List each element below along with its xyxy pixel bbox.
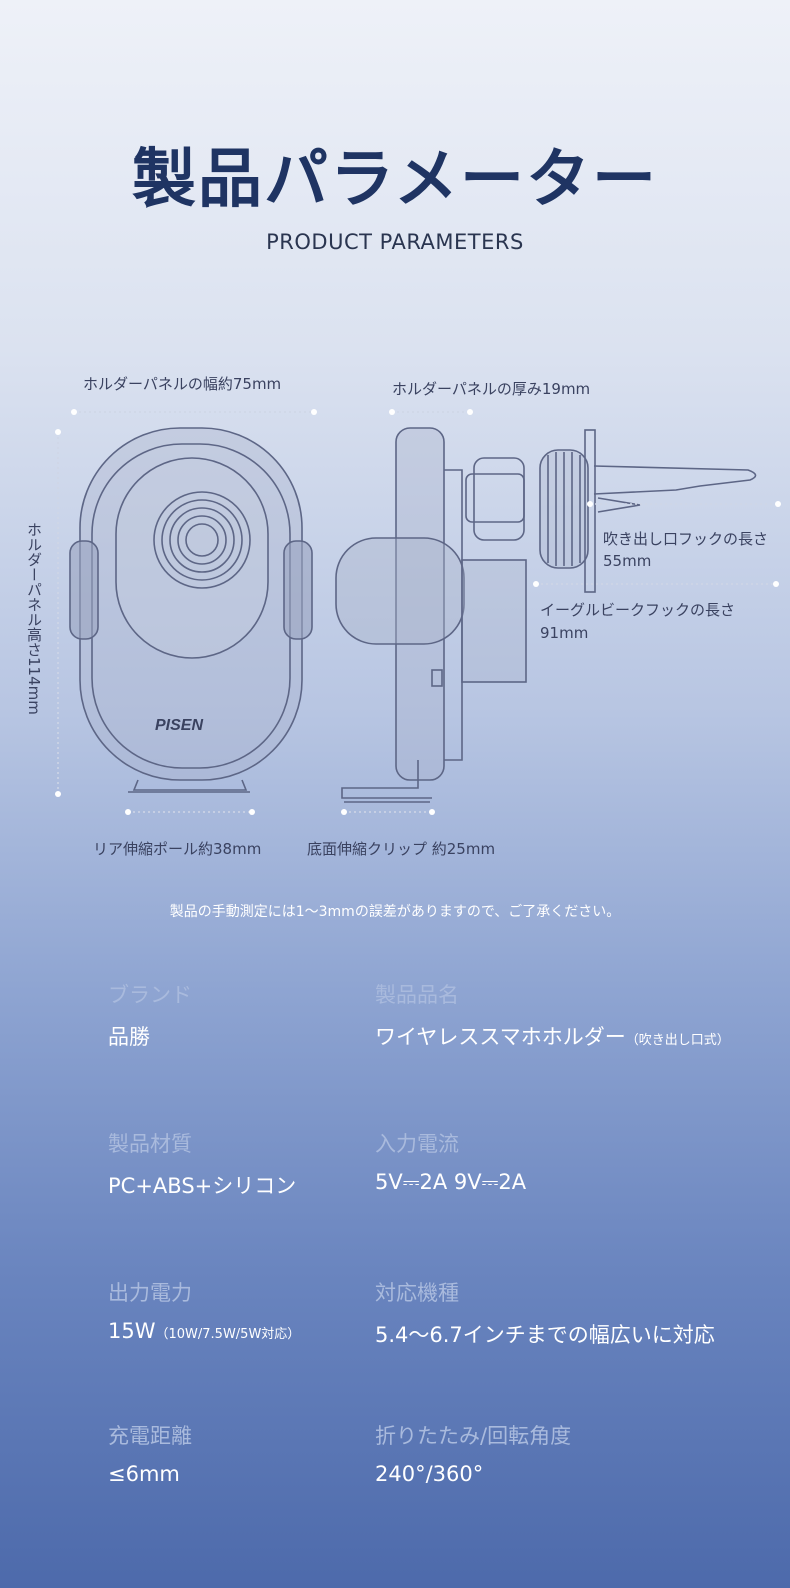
spec-label: 入力電流 [375,1132,459,1156]
eagle-hook-label: イーグルビークフックの長さ [540,601,736,619]
spec-label: 出力電力 [108,1281,192,1305]
spec-material: 製品材質 PC+ABS+シリコン [108,1128,296,1200]
spec-label: 製品品名 [375,983,459,1007]
brand-logo: PISEN [155,717,203,734]
spec-value: 15W（10W/7.5W/5W対応） [108,1319,301,1343]
rear-pole-label: リア伸縮ポール約38mm [93,840,262,858]
spec-input-current: 入力電流 5V⎓2A 9V⎓2A [375,1128,526,1195]
spec-value: ≤6mm [108,1462,180,1486]
spec-label: 充電距離 [108,1424,192,1448]
spec-value: 240°/360° [375,1462,484,1486]
spec-label: 対応機種 [375,1281,459,1305]
spec-value: 品勝 [108,1025,150,1049]
spec-product-name: 製品品名 ワイヤレススマホホルダー（吹き出し口式） [375,979,730,1051]
eagle-hook-value: 91mm [540,624,589,642]
spec-label: 折りたたみ/回転角度 [375,1424,572,1448]
thickness-label: ホルダーパネルの厚み19mm [392,380,591,398]
product-diagram: PISEN [55,409,781,815]
spec-compatible-models: 対応機種 5.4〜6.7インチまでの幅広いに対応 [375,1277,715,1349]
dimension-lines [55,409,781,815]
spec-charging-distance: 充電距離 ≤6mm [108,1420,192,1486]
spec-suffix: （10W/7.5W/5W対応） [155,1327,301,1342]
spec-suffix: （吹き出し口式） [625,1033,730,1048]
measurement-note: 製品の手動測定には1〜3mmの誤差がありますので、ご了承ください。 [169,904,621,920]
page-subtitle: PRODUCT PARAMETERS [266,230,524,254]
spec-value: 5.4〜6.7インチまでの幅広いに対応 [375,1323,715,1347]
front-view-holder [69,427,313,793]
spec-value: ワイヤレススマホホルダー（吹き出し口式） [375,1025,730,1049]
page-title: 製品パラメーター [131,143,659,217]
vent-hook-value: 55mm [603,552,652,570]
spec-value: 5V⎓2A 9V⎓2A [375,1170,527,1194]
spec-label: ブランド [108,983,192,1007]
bottom-clip-label: 底面伸縮クリップ 約25mm [307,840,496,858]
spec-rotation-angle: 折りたたみ/回転角度 240°/360° [375,1420,571,1486]
spec-output-power: 出力電力 15W（10W/7.5W/5W対応） [108,1277,300,1343]
spec-label: 製品材質 [108,1132,192,1156]
spec-brand: ブランド 品勝 [108,979,192,1051]
width-label: ホルダーパネルの幅約75mm [83,375,282,393]
spec-value: PC+ABS+シリコン [108,1174,297,1198]
vent-hook-label: 吹き出し口フックの長さ [603,530,769,548]
side-view-holder [335,427,757,803]
height-label: ホルダーパネル高さ114mm [25,522,43,715]
